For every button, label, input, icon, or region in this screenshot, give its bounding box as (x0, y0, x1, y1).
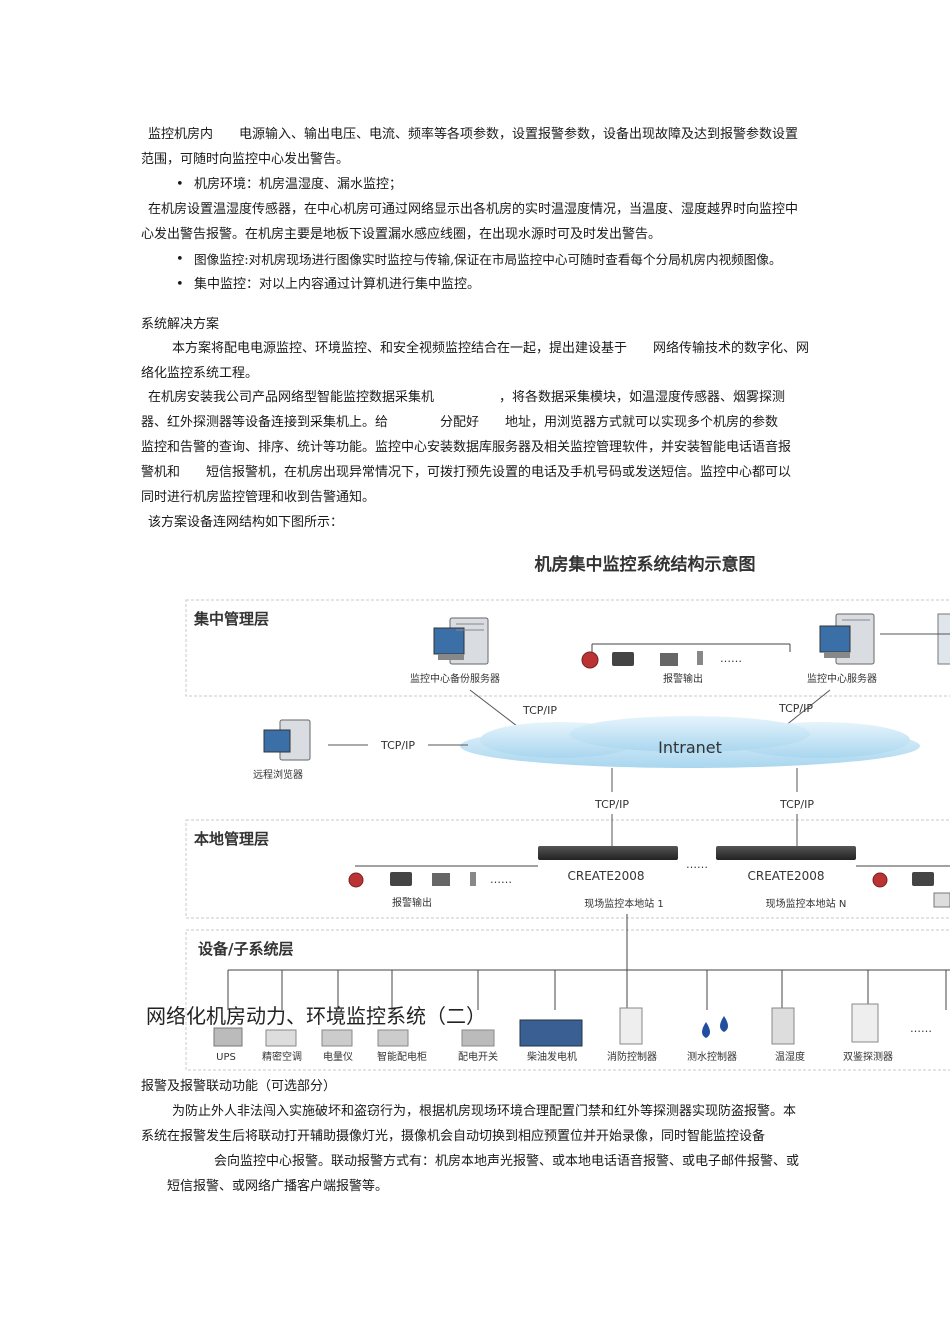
alarm-dots: …… (720, 652, 742, 665)
device-label: 精密空调 (262, 1050, 302, 1063)
network-structure-diagram: 机房集中监控系统结构示意图 集中管理层 本地管理层 设备/子系统层 监控中心备份… (185, 554, 950, 1071)
alarm-line3: 会向监控中心报警。联动报警方式有：机房本地声光报警、或本地电话语音报警、或电子邮… (214, 1154, 800, 1169)
local-alarm-output-label: 报警输出 (392, 896, 432, 909)
bullet-dot: • (176, 252, 184, 267)
switch-icon (461, 1029, 495, 1047)
mobile-icon (697, 651, 703, 665)
siren-icon (581, 651, 599, 669)
monitor-edge-icon (937, 613, 950, 665)
create2008-device-icon (716, 846, 856, 860)
center-server-label: 监控中心服务器 (807, 672, 877, 685)
phone-icon (912, 872, 934, 886)
dual-detector-icon (851, 1003, 879, 1043)
para1-line2: 范围，可随时向监控中心发出警告。 (141, 152, 350, 167)
siren-icon (348, 872, 364, 888)
generator-icon (519, 1019, 583, 1047)
device-label: 测水控制器 (687, 1050, 737, 1063)
water-drop-icon (702, 1022, 710, 1038)
station-dots: …… (686, 858, 708, 871)
alarm-output-label: 报警输出 (663, 672, 703, 685)
alarm-dots: …… (490, 873, 512, 886)
section-solution-heading: 系统解决方案 (141, 317, 220, 332)
device-edge-icon (933, 892, 950, 908)
central-layer-box (185, 599, 950, 697)
device-label: 柴油发电机 (527, 1050, 577, 1063)
overlay-section-title: 网络化机房动力、环境监控系统（二） (146, 1004, 486, 1028)
backup-server-icon (433, 617, 489, 665)
device-label: 配电开关 (458, 1050, 498, 1063)
layer-device-label: 设备/子系统层 (198, 940, 293, 958)
ups-icon (213, 1027, 243, 1047)
humidity-sensor-icon (771, 1007, 795, 1045)
device-dots: …… (910, 1022, 932, 1035)
solution-line4: 器、红外探测器等设备连接到采集机上。给 分配好 地址，用浏览器方式就可以实现多个… (141, 415, 779, 430)
tcpip-label: TCP/IP (778, 702, 813, 715)
phone-icon (390, 872, 412, 886)
device-label: 消防控制器 (607, 1050, 657, 1063)
bullet-central: 集中监控：对以上内容通过计算机进行集中监控。 (194, 277, 481, 292)
solution-line2: 络化监控系统工程。 (141, 366, 259, 381)
meter-icon (321, 1029, 353, 1047)
station1-model: CREATE2008 (567, 869, 644, 883)
bullet-room-env: 机房环境：机房温湿度、漏水监控； (194, 177, 403, 192)
solution-line6: 警机和 短信报警机，在机房出现异常情况下，可拨打预先设置的电话及手机号码或发送短… (141, 465, 792, 480)
create2008-device-icon (538, 846, 678, 860)
device-label: 温湿度 (775, 1050, 805, 1063)
remote-browser-icon (263, 719, 311, 761)
para2-line1: 在机房设置温湿度传感器，在中心机房可通过网络显示出各机房的实时温湿度情况，当温度… (148, 202, 799, 217)
para2-line2: 心发出警告报警。在机房主要是地板下设置漏水感应线圈，在出现水源时可及时发出警告。 (141, 227, 662, 242)
solution-line1: 本方案将配电电源监控、环境监控、和安全视频监控结合在一起，提出建设基于 网络传输… (172, 341, 810, 356)
layer-local-label: 本地管理层 (194, 830, 269, 848)
solution-line5: 监控和告警的查询、排序、统计等功能。监控中心安装数据库服务器及相关监控管理软件，… (141, 440, 792, 455)
bullet-dot: • (176, 277, 184, 292)
device-label: 电量仪 (323, 1050, 353, 1063)
section-alarm-heading: 报警及报警联动功能（可选部分） (141, 1079, 337, 1094)
fire-controller-icon (619, 1007, 643, 1045)
water-drop-icon (720, 1016, 728, 1032)
device-label: 智能配电柜 (377, 1050, 427, 1063)
alarm-line1: 为防止外人非法闯入实施破坏和盗窃行为，根据机房现场环境合理配置门禁和红外等探测器… (172, 1104, 797, 1119)
bullet-image: 图像监控:对机房现场进行图像实时监控与传输,保证在市局监控中心可随时查看每个分局… (194, 252, 782, 267)
intranet-cloud (460, 716, 920, 768)
tcpip-label: TCP/IP (779, 798, 814, 811)
intranet-label: Intranet (658, 738, 722, 757)
center-server-icon (819, 613, 875, 665)
fax-icon (432, 873, 450, 886)
local-layer-box (185, 819, 950, 919)
phone-icon (612, 652, 634, 666)
solution-line3: 在机房安装我公司产品网络型智能监控数据采集机 ，将各数据采集模块，如温湿度传感器… (148, 390, 786, 405)
device-label: 双鉴探测器 (843, 1050, 893, 1063)
tcpip-label: TCP/IP (380, 739, 415, 752)
cabinet-icon (377, 1029, 409, 1047)
tcpip-label: TCP/IP (594, 798, 629, 811)
stationn-label: 现场监控本地站 N (766, 897, 847, 910)
diagram-title: 机房集中监控系统结构示意图 (535, 554, 756, 575)
stationn-model: CREATE2008 (747, 869, 824, 883)
mobile-icon (470, 872, 476, 886)
solution-line8: 该方案设备连网结构如下图所示： (148, 515, 344, 530)
device-layer-box (185, 929, 950, 1071)
layer-central-label: 集中管理层 (193, 610, 269, 628)
fax-icon (660, 653, 678, 666)
alarm-line2: 系统在报警发生后将联动打开辅助摄像灯光，摄像机会自动切换到相应预置位并开始录像，… (141, 1129, 766, 1144)
para1-line1: 监控机房内 电源输入、输出电压、电流、频率等各项参数，设置报警参数，设备出现故障… (148, 127, 799, 142)
alarm-line4: 短信报警、或网络广播客户端报警等。 (167, 1179, 389, 1194)
solution-line7: 同时进行机房监控管理和收到告警通知。 (141, 490, 376, 505)
ac-icon (265, 1029, 297, 1047)
bullet-dot: • (176, 177, 184, 192)
tcpip-label: TCP/IP (522, 704, 557, 717)
backup-server-label: 监控中心备份服务器 (410, 672, 500, 685)
device-label: UPS (216, 1052, 236, 1063)
siren-icon (872, 872, 888, 888)
station1-label: 现场监控本地站 1 (584, 897, 664, 910)
remote-browser-label: 远程浏览器 (253, 768, 303, 781)
